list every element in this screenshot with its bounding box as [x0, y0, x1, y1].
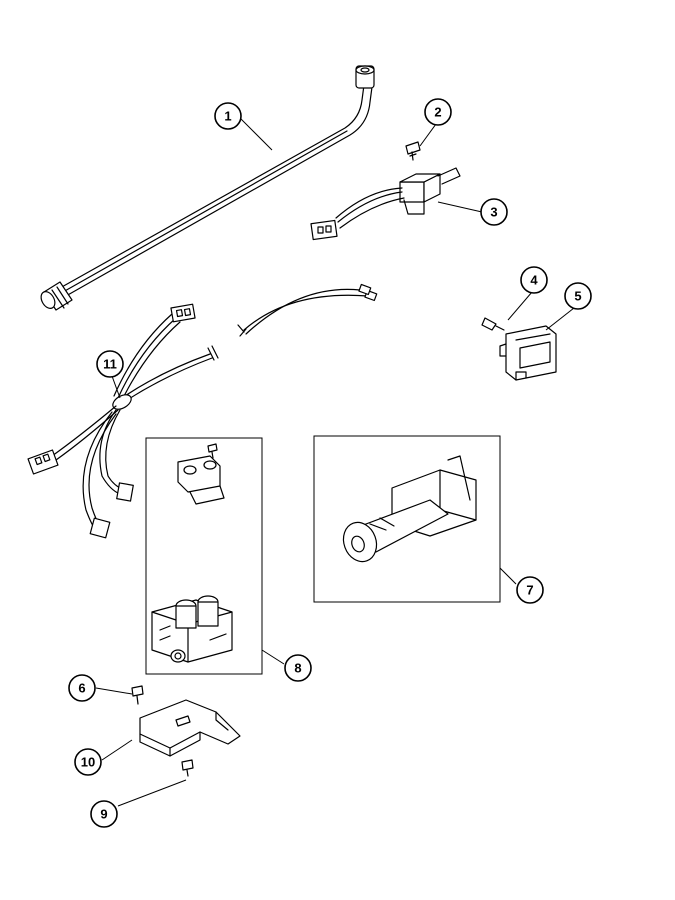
callout-3: 3 — [480, 198, 508, 226]
part-5-bracket — [499, 325, 557, 381]
callout-8-label: 8 — [294, 661, 301, 676]
callout-7-label: 7 — [526, 583, 533, 598]
callout-3-label: 3 — [490, 205, 497, 220]
callout-11-label: 11 — [103, 357, 117, 372]
part-8-valve-box — [145, 437, 263, 675]
part-9-screw — [181, 759, 194, 777]
callout-6-label: 6 — [78, 681, 85, 696]
callout-11: 11 — [96, 350, 124, 378]
part-7-burner-box — [313, 435, 501, 603]
part-1-tube — [40, 65, 375, 311]
part-3-igniter — [310, 167, 461, 241]
callout-7: 7 — [516, 576, 544, 604]
callout-4: 4 — [520, 266, 548, 294]
callout-1: 1 — [214, 102, 242, 130]
callout-2: 2 — [424, 98, 452, 126]
callout-10: 10 — [74, 748, 102, 776]
loose-wires — [237, 283, 378, 337]
callout-6: 6 — [68, 674, 96, 702]
callout-4-label: 4 — [530, 273, 538, 288]
callout-1-label: 1 — [224, 109, 231, 124]
callout-9: 9 — [90, 800, 118, 828]
callout-5: 5 — [564, 282, 592, 310]
callout-5-label: 5 — [574, 289, 581, 304]
callout-2-label: 2 — [434, 105, 441, 120]
callout-8: 8 — [284, 654, 312, 682]
part-11-harness — [27, 303, 219, 539]
callout-10-label: 10 — [81, 755, 95, 770]
part-4-screw — [481, 317, 505, 331]
part-2-screw — [405, 141, 421, 161]
part-6-screw — [131, 685, 144, 705]
callout-9-label: 9 — [100, 807, 107, 822]
leader-lines — [95, 117, 575, 807]
part-10-bracket — [139, 699, 241, 757]
